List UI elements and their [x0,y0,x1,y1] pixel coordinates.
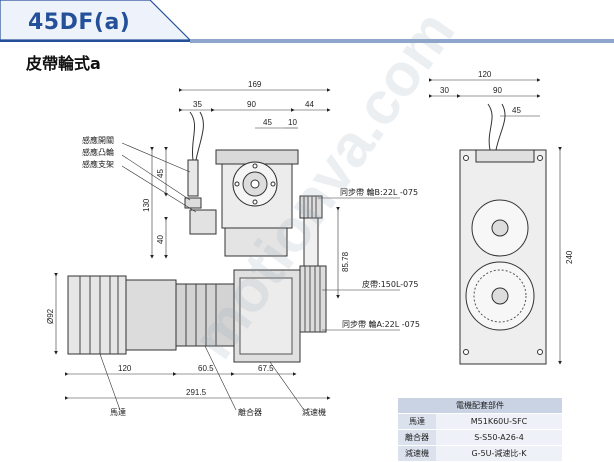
part-name: 離合器 [398,429,436,446]
sensor-assembly [184,111,217,235]
dim-b120: 120 [118,364,132,373]
indexer-body [215,149,299,257]
dim-v45: 45 [156,169,165,178]
dim-v130: 130 [142,198,151,212]
pulley-b [299,195,323,219]
dim-v85: 85.78 [341,251,350,272]
table-row: 馬達 M51K60U-SFC [398,413,562,430]
dim-b60: 60.5 [198,364,214,373]
dim-v40: 40 [156,235,165,244]
dim-right-offset: 44 [305,100,314,109]
dim-total-length: 291.5 [186,388,207,397]
page-subtitle: 皮帶輪式a [26,54,101,73]
table-row: 減速機 G-5U-減速比-K [398,445,562,462]
dim-inner-10: 10 [288,118,297,127]
leader-lines [99,142,400,411]
dim-diameter: Ø92 [46,308,55,324]
part-name: 減速機 [398,445,436,462]
dim-side-width: 120 [478,70,492,79]
label-sensor-bracket: 感應支架 [82,159,114,169]
dim-overall-width: 169 [248,80,262,89]
belt [303,217,319,267]
pulley-a [299,265,327,333]
label-pulley-b: 同步帶 輪B:22L -075 [340,187,418,197]
motor [67,275,177,355]
dim-left-offset: 35 [193,100,202,109]
part-value: M51K60U-SFC [436,413,562,430]
dim-side-height: 240 [565,250,574,264]
part-value: G-5U-減速比-K [436,445,562,462]
dim-side-45: 45 [512,106,521,115]
dim-inner-45: 45 [263,118,272,127]
header-tab [0,0,614,43]
label-belt: 皮帶:150L-075 [362,279,418,289]
parts-table-title: 電機配套部件 [398,398,562,414]
label-motor: 馬達 [110,407,126,417]
part-value: S-S50-A26-4 [436,429,562,446]
dim-side-90: 90 [493,86,502,95]
label-sensor-switch: 感應開關 [82,135,114,145]
part-name: 馬達 [398,413,436,430]
dim-center-width: 90 [247,100,256,109]
dim-b67: 67.5 [258,364,274,373]
model-title: 45DF(a) [28,10,131,35]
label-reducer: 減速機 [302,407,326,417]
reducer [233,269,301,363]
clutch [175,283,235,347]
table-row: 離合器 S-S50-A26-4 [398,429,562,446]
label-sensor-cam: 感應凸輪 [82,147,114,157]
dimension-lines [54,78,562,400]
side-view [459,103,547,365]
parts-table: 電機配套部件 馬達 M51K60U-SFC 離合器 S-S50-A26-4 減速… [398,398,562,462]
label-clutch: 離合器 [238,407,262,417]
label-pulley-a: 同步帶 輪A:22L -075 [342,319,420,329]
dim-side-30: 30 [440,86,449,95]
